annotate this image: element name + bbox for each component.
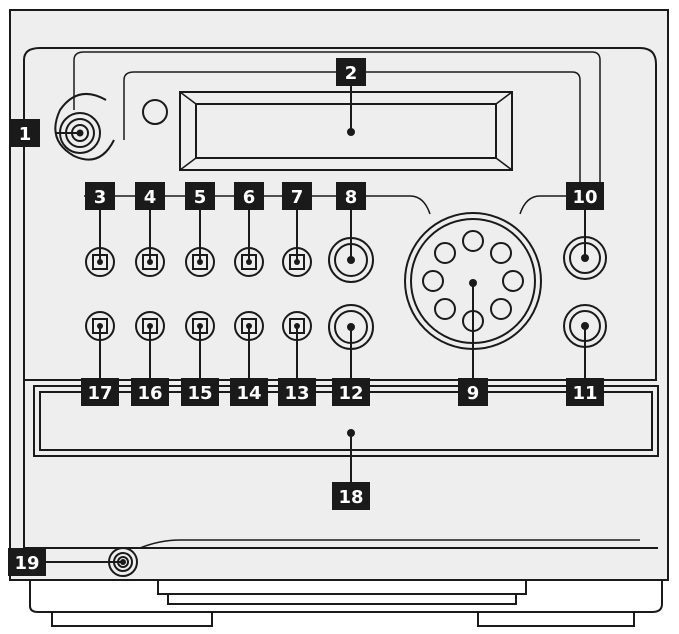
callout-9: 9 [458,378,488,406]
callout-label: 5 [194,187,207,208]
base-plinth [29,580,663,613]
foot-left [51,611,213,627]
dial-button[interactable] [434,298,456,320]
callout-13: 13 [278,378,316,406]
leader-dots [76,128,589,565]
display-window-inner [195,103,497,159]
foot-right [477,611,635,627]
callout-19: 19 [8,548,46,576]
callout-14: 14 [230,378,268,406]
callout-16: 16 [131,378,169,406]
callout-12: 12 [332,378,370,406]
callout-label: 7 [291,187,304,208]
callout-label: 9 [467,383,480,404]
callout-label: 15 [187,383,212,404]
callout-10: 10 [566,182,604,210]
display-bevel-bl [179,157,197,171]
ribbon-outer [73,51,601,186]
display-bevel-tr [495,91,513,105]
dial-button[interactable] [462,230,484,252]
base-center-step [157,579,527,595]
callout-15: 15 [181,378,219,406]
callout-label: 8 [345,187,358,208]
power-knob-housing [54,92,115,161]
leader-lines [44,86,586,563]
callout-label: 10 [572,187,597,208]
callout-6: 6 [234,182,264,210]
callout-label: 3 [94,187,107,208]
dial-button[interactable] [434,242,456,264]
callout-label: 12 [338,383,363,404]
callout-11: 11 [566,378,604,406]
callout-label: 18 [338,487,363,508]
callout-2: 2 [336,58,366,86]
callout-label: 19 [14,553,39,574]
callout-label: 16 [137,383,162,404]
dial-button[interactable] [502,270,524,292]
callout-4: 4 [135,182,165,210]
callout-17: 17 [81,378,119,406]
dial-button[interactable] [422,270,444,292]
callout-label: 13 [284,383,309,404]
divider-upper-right [519,195,600,215]
callout-label: 2 [345,63,358,84]
callout-8: 8 [336,182,366,210]
callout-1: 1 [10,119,40,147]
callout-label: 1 [19,124,32,145]
callout-18: 18 [332,482,370,510]
callout-7: 7 [282,182,312,210]
callout-label: 11 [572,383,597,404]
base-center-step-inner [167,593,517,605]
callout-label: 4 [144,187,157,208]
jack-recess [139,539,640,549]
display-window-outer [179,91,513,171]
display-bevel-tl [179,91,197,105]
callout-3: 3 [85,182,115,210]
callout-label: 6 [243,187,256,208]
dial-button[interactable] [490,298,512,320]
display-bevel-br [495,157,513,171]
sensor-circle [142,99,168,125]
divider-upper [84,195,431,215]
dial-button[interactable] [490,242,512,264]
callout-5: 5 [185,182,215,210]
callout-label: 14 [236,383,261,404]
callout-label: 17 [87,383,112,404]
